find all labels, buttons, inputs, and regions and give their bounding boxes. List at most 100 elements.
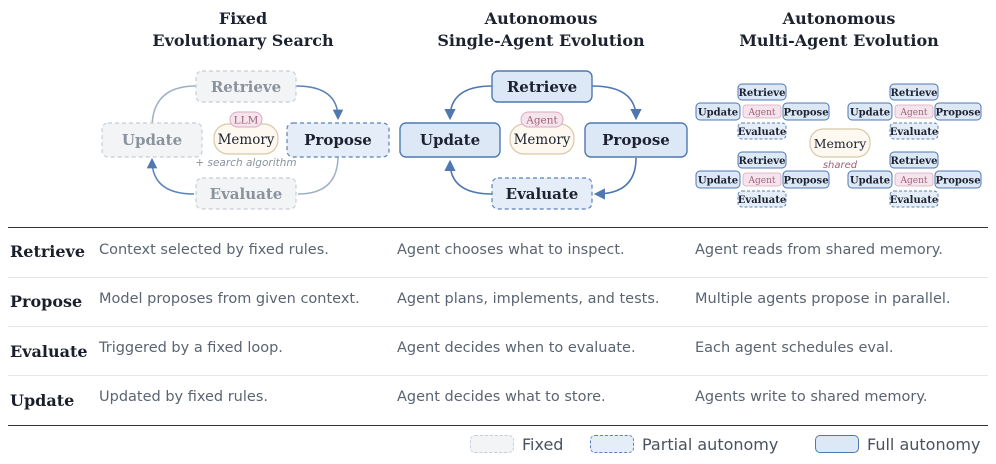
evaluate-node <box>195 177 297 210</box>
cell-evaluate-multi: Each agent schedules eval. <box>695 340 894 356</box>
row-label-update: Update <box>10 391 75 410</box>
cell-retrieve-fixed: Context selected by fixed rules. <box>99 242 329 258</box>
legend-label: Full autonomy <box>867 434 981 454</box>
propose-label: Propose <box>783 108 828 119</box>
loop-arrow <box>146 157 195 195</box>
evaluate-node <box>737 190 787 208</box>
loop-arrow <box>297 155 339 195</box>
row-separator <box>8 326 988 327</box>
evaluate-label: Evaluate <box>506 185 579 203</box>
agent-cluster: Retrieve Update Agent Propose Evaluate <box>847 83 982 140</box>
legend-item-fixed: Fixed <box>470 432 563 456</box>
legend-swatch-partial <box>590 435 634 453</box>
agent-pill <box>520 111 564 128</box>
loop-arrow <box>591 85 642 121</box>
propose-label: Propose <box>602 131 670 149</box>
propose-node <box>584 122 688 158</box>
search-algorithm-note: + search algorithm <box>195 157 296 169</box>
llm-pill-label: LLM <box>234 115 259 127</box>
evaluate-label: Evaluate <box>738 127 786 138</box>
evaluate-label: Evaluate <box>738 195 786 206</box>
cell-evaluate-single: Agent decides when to evaluate. <box>397 340 636 356</box>
evaluate-label: Evaluate <box>890 195 938 206</box>
update-label: Update <box>850 108 890 119</box>
cell-evaluate-fixed: Triggered by a fixed loop. <box>99 340 283 356</box>
legend-swatch-fixed <box>470 435 514 453</box>
update-label: Update <box>420 131 480 149</box>
shared-label: shared <box>823 160 858 171</box>
loop-arrow <box>593 157 637 200</box>
cell-propose-fixed: Model proposes from given context. <box>99 291 360 307</box>
update-node <box>101 122 203 158</box>
diagrams-canvas: Retrieve Update Propose Evaluate Memory … <box>101 70 982 210</box>
cell-propose-single: Agent plans, implements, and tests. <box>397 291 660 307</box>
propose-node <box>782 170 830 189</box>
diagram-fixed: Retrieve Update Propose Evaluate Memory … <box>101 70 390 210</box>
cell-update-single: Agent decides what to store. <box>397 389 606 405</box>
update-node <box>399 122 501 158</box>
evaluate-node <box>889 122 939 140</box>
row-label-propose: Propose <box>10 292 83 311</box>
llm-pill <box>229 111 263 128</box>
column-title-line1: Autonomous <box>484 9 598 28</box>
row-separator <box>8 375 988 376</box>
legend-label: Fixed <box>522 434 564 454</box>
evaluate-label: Evaluate <box>890 127 938 138</box>
agent-pill-label: Agent <box>900 176 928 186</box>
cell-propose-multi: Multiple agents propose in parallel. <box>695 291 951 307</box>
retrieve-label: Retrieve <box>891 156 938 167</box>
agent-pill-label: Agent <box>525 115 558 127</box>
update-node <box>695 170 741 189</box>
update-node <box>695 102 741 121</box>
propose-node <box>934 170 982 189</box>
agent-pill <box>742 172 782 187</box>
cell-update-fixed: Updated by fixed rules. <box>99 389 268 405</box>
retrieve-node <box>889 151 939 169</box>
column-title-multi-agent: Autonomous Multi-Agent Evolution <box>689 8 989 52</box>
agent-cluster: Retrieve Update Agent Propose Evaluate <box>847 151 982 208</box>
row-separator <box>8 277 988 278</box>
agent-pill <box>742 104 782 119</box>
retrieve-label: Retrieve <box>507 78 577 96</box>
diagram-multi-agent: Retrieve Update Agent Propose Evaluate R… <box>695 83 982 208</box>
retrieve-node <box>737 83 787 101</box>
update-label: Update <box>698 176 738 187</box>
retrieve-node <box>889 83 939 101</box>
evaluate-node <box>889 190 939 208</box>
cell-retrieve-single: Agent chooses what to inspect. <box>397 242 625 258</box>
agent-cluster: Retrieve Update Agent Propose Evaluate <box>695 151 830 208</box>
propose-node <box>934 102 982 121</box>
evaluate-node <box>737 122 787 140</box>
retrieve-label: Retrieve <box>211 78 281 96</box>
cell-retrieve-multi: Agent reads from shared memory. <box>695 242 943 258</box>
update-label: Update <box>122 131 182 149</box>
column-title-line2: Multi-Agent Evolution <box>739 31 939 50</box>
table-bottom-rule <box>8 425 988 426</box>
loop-arrow <box>151 85 197 129</box>
agent-pill <box>894 172 934 187</box>
column-title-single-agent: Autonomous Single-Agent Evolution <box>391 8 691 52</box>
evaluate-label: Evaluate <box>210 185 283 203</box>
agent-pill-label: Agent <box>900 108 928 118</box>
update-node <box>847 170 893 189</box>
loop-arrow <box>444 85 493 121</box>
column-title-line1: Autonomous <box>782 9 896 28</box>
propose-node <box>782 102 830 121</box>
loop-arrow <box>295 85 344 121</box>
memory-label: Memory <box>218 132 275 148</box>
row-label-evaluate: Evaluate <box>10 342 88 361</box>
retrieve-label: Retrieve <box>739 88 786 99</box>
agent-cluster: Retrieve Update Agent Propose Evaluate <box>695 83 830 140</box>
propose-label: Propose <box>935 108 980 119</box>
column-title-line1: Fixed <box>218 9 268 28</box>
memory-label: Memory <box>514 132 571 148</box>
propose-node <box>286 122 390 158</box>
legend-item-partial: Partial autonomy <box>590 432 778 456</box>
column-title-line2: Evolutionary Search <box>152 31 334 50</box>
update-label: Update <box>850 176 890 187</box>
propose-label: Propose <box>783 176 828 187</box>
agent-pill-label: Agent <box>748 108 776 118</box>
retrieve-label: Retrieve <box>739 156 786 167</box>
retrieve-node <box>491 70 593 103</box>
row-label-retrieve: Retrieve <box>10 242 86 261</box>
